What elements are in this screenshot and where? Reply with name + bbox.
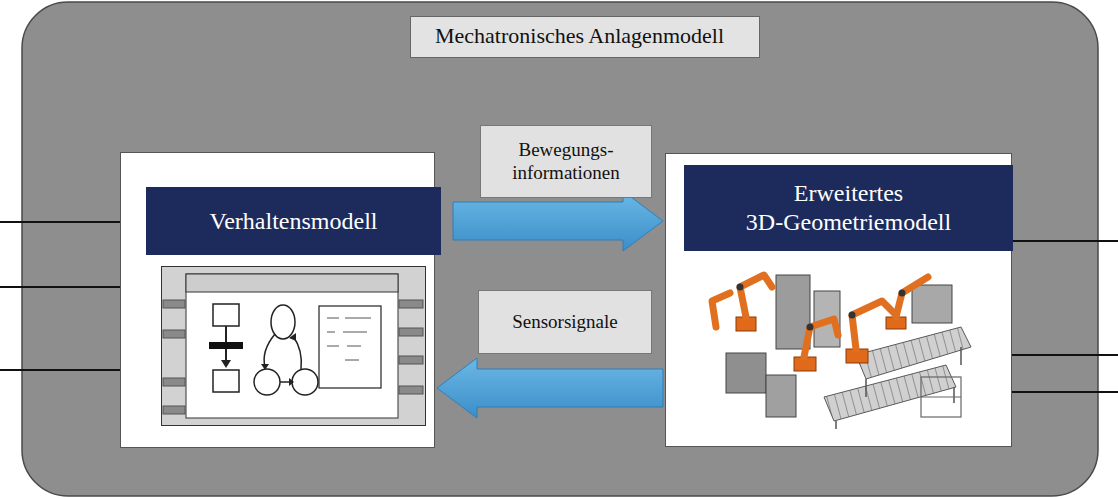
title-box: Mechatronisches Anlagenmodell	[410, 16, 760, 58]
behaviour-model-picture	[264, 334, 275, 367]
behaviour-model-picture	[163, 300, 423, 414]
model-title: Mechatronisches Anlagenmodell	[435, 23, 724, 48]
behaviour-model-picture	[345, 360, 359, 361]
plant-3d-picture	[852, 301, 894, 349]
plant-3d-picture	[899, 290, 906, 297]
behaviour-model-picture	[343, 332, 367, 333]
behaviour-model-picture	[163, 378, 185, 386]
behaviour-model-picture	[319, 306, 381, 388]
behaviour-model-picture	[399, 386, 423, 394]
behaviour-model-picture	[163, 300, 185, 308]
behaviour-model-picture	[162, 267, 426, 426]
plant-3d-picture	[712, 275, 928, 357]
plant-3d-picture	[856, 327, 971, 379]
behaviour-model-picture	[399, 356, 423, 364]
behaviour-model-picture	[289, 333, 296, 341]
behaviour-model-picture	[292, 369, 318, 395]
behaviour-model-picture	[209, 342, 243, 349]
plant-3d-picture	[953, 387, 955, 403]
plant-3d-picture	[736, 317, 906, 371]
io-wire	[0, 286, 121, 288]
behaviour-model-picture	[161, 266, 426, 426]
behaviour-model-picture	[221, 360, 231, 368]
model-container: Mechatronisches Anlagenmodell Verhaltens…	[22, 2, 1098, 496]
block-arrow	[453, 191, 663, 251]
behaviour-model-picture	[289, 378, 294, 386]
plant-3d-picture	[712, 293, 730, 327]
model-name: Verhaltensmodell	[210, 207, 378, 236]
behaviour-model-picture	[163, 406, 185, 414]
io-wire	[0, 369, 121, 371]
behaviour-model-picture	[213, 304, 239, 326]
behaviour-model-picture	[186, 274, 398, 292]
plant-3d-picture	[849, 312, 856, 319]
behaviour-model-picture	[163, 330, 185, 338]
behaviour-model-picture	[399, 300, 423, 308]
behaviour-model-picture	[347, 346, 361, 347]
behaviour-model-picture	[293, 336, 301, 369]
plant-3d-picture	[836, 347, 961, 429]
model-name: Erweitertes 3D-Geometriemodell	[721, 179, 976, 237]
flow-label-box: Sensorsignale	[478, 290, 652, 354]
plant-3d-picture	[921, 377, 961, 417]
model-header-band: Verhaltensmodell	[146, 187, 441, 255]
behaviour-model-picture	[345, 318, 371, 319]
plant-3d-picture	[737, 284, 744, 291]
plant-3d-picture	[737, 284, 906, 331]
behaviour-model-picture	[327, 332, 335, 333]
behaviour-model-picture	[186, 274, 398, 418]
io-wire	[1011, 240, 1118, 242]
io-wire	[1011, 354, 1118, 356]
plant-3d-picture	[804, 319, 838, 357]
plant-3d-picture	[912, 285, 952, 323]
plant-3d-picture	[896, 277, 928, 317]
behaviour-model-picture	[327, 318, 371, 360]
plant-3d-picture	[807, 324, 814, 331]
plant-3d-picture	[726, 353, 766, 393]
plant-3d-picture	[921, 377, 961, 417]
submodel-box: Erweitertes 3D-Geometriemodell	[665, 153, 1012, 447]
plant-3d-picture	[835, 421, 837, 429]
behaviour-model-picture	[254, 369, 280, 395]
behaviour-model-picture	[399, 328, 423, 336]
model-frame	[22, 2, 1098, 496]
behaviour-model-picture	[261, 364, 269, 370]
plant-3d-picture	[740, 275, 772, 317]
plant-3d-picture	[766, 375, 796, 417]
block-arrow	[437, 358, 663, 418]
submodel-box: Verhaltensmodell	[120, 152, 435, 448]
flow-label: Bewegungs- informationen	[491, 139, 641, 185]
plant-3d-picture	[921, 396, 961, 397]
model-header-band: Erweitertes 3D-Geometriemodell	[684, 165, 1013, 251]
behaviour-model-picture	[327, 318, 339, 319]
flow-label-box: Bewegungs- informationen	[480, 125, 652, 198]
behaviour-model-picture	[213, 370, 239, 392]
behaviour-model-picture	[280, 381, 290, 383]
plant-3d-picture	[960, 347, 962, 365]
io-wire	[1011, 391, 1118, 393]
plant-3d-picture	[706, 257, 976, 432]
plant-3d-picture	[824, 365, 956, 421]
io-wire	[0, 221, 121, 223]
flow-label: Sensorsignale	[512, 311, 618, 334]
plant-3d-picture	[865, 379, 867, 397]
behaviour-model-picture	[327, 346, 339, 347]
